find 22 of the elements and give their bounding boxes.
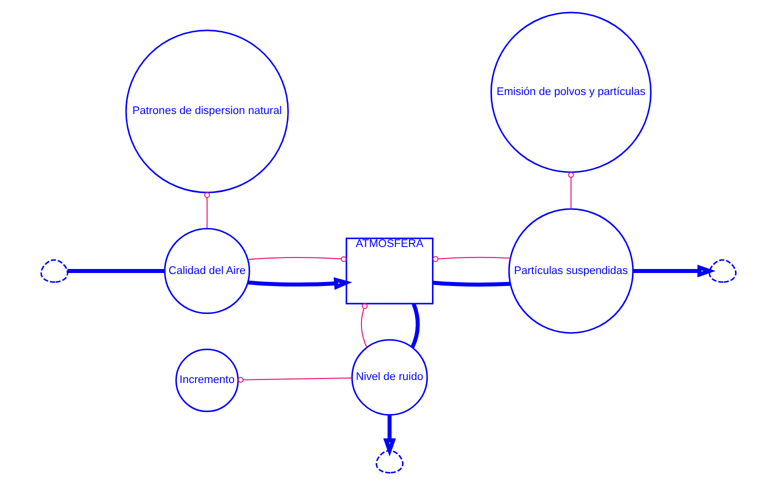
connector [204, 192, 210, 228]
node-circle: Incremento [175, 348, 239, 412]
node-cloud [708, 259, 737, 283]
node-cloud [376, 450, 404, 474]
node-circle: Nivel de ruido [351, 339, 428, 416]
node-circle: Patrones de dispersion natural [125, 30, 289, 194]
node-box: ATMOSFERA [346, 238, 434, 304]
node-circle: Emisión de polvos y partículas [490, 12, 652, 173]
connector [410, 303, 420, 348]
connector [568, 172, 574, 209]
node-cloud [40, 259, 68, 283]
connector [238, 376, 352, 383]
arrow [633, 264, 716, 278]
node-circle: Calidad del Aire [164, 228, 250, 314]
connector [248, 256, 347, 262]
arrow [248, 277, 352, 290]
connector [432, 256, 510, 262]
connector [67, 268, 165, 273]
arrow [383, 415, 396, 457]
node-circle: Partículas suspendidas [508, 208, 634, 334]
connector [360, 303, 368, 348]
connector [432, 280, 510, 287]
